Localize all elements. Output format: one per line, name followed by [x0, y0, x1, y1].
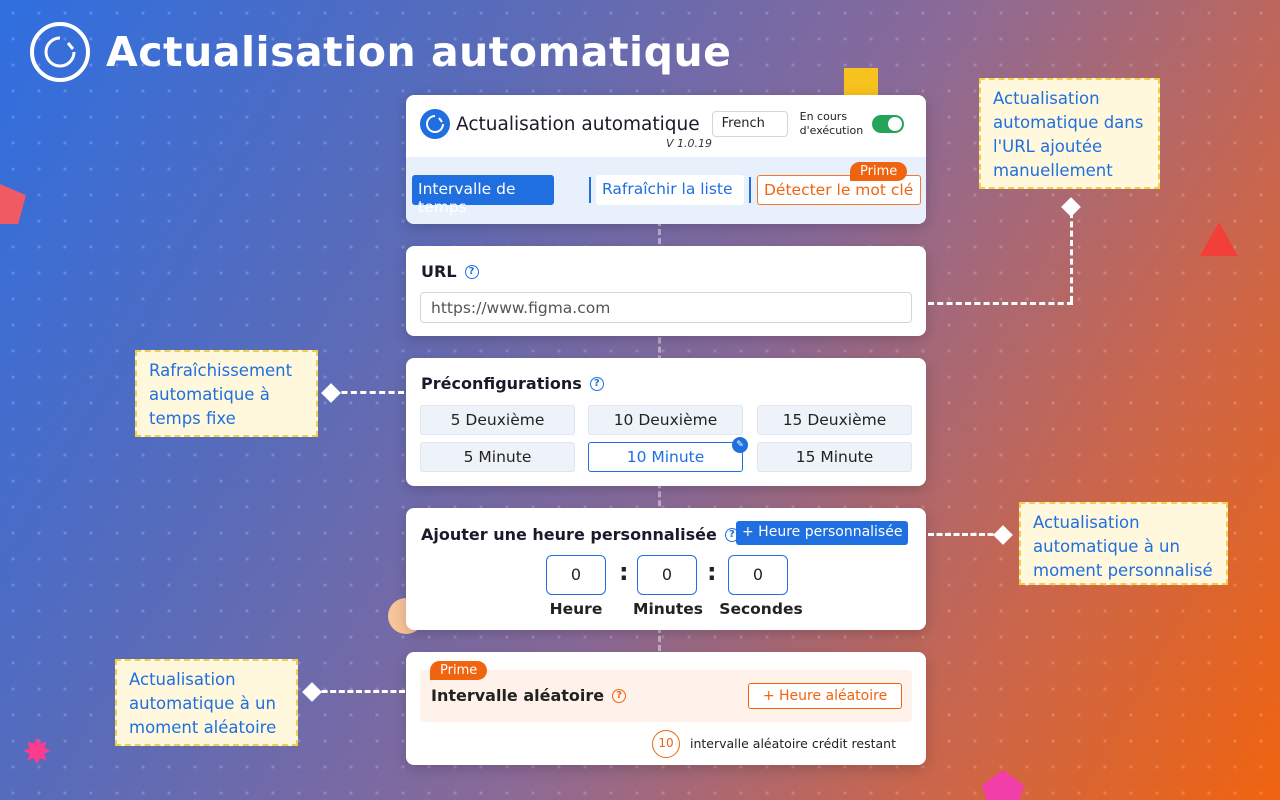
- time-separator: :: [619, 558, 629, 586]
- help-icon[interactable]: ?: [612, 688, 627, 703]
- decor-red-shape: [0, 184, 26, 224]
- decor-pink-pentagon: [982, 770, 1024, 800]
- preset-option[interactable]: 15 Minute: [757, 442, 912, 472]
- pencil-icon[interactable]: ✎: [732, 437, 748, 453]
- hero-header: Actualisation automatique: [30, 22, 731, 82]
- annotation-connector: [928, 302, 1073, 305]
- hero-title: Actualisation automatique: [106, 28, 732, 76]
- annotation-marker: [321, 383, 341, 403]
- random-title-text: Intervalle aléatoire: [431, 686, 605, 705]
- decor-pink-star: ✸: [21, 732, 53, 773]
- presets-title-text: Préconfigurations: [421, 374, 582, 393]
- custom-title-text: Ajouter une heure personnalisée: [421, 525, 717, 544]
- annotation-note-fixed: Rafraîchissement automatique à temps fix…: [135, 350, 318, 437]
- seconds-label: Secondes: [719, 600, 803, 618]
- presets-card: Préconfigurations ? 5 Deuxième 10 Deuxiè…: [406, 358, 926, 486]
- preset-option[interactable]: 10 Deuxième: [588, 405, 743, 435]
- preset-option-selected[interactable]: 10 Minute ✎: [588, 437, 748, 472]
- random-section-title: Intervalle aléatoire ?: [431, 686, 627, 705]
- annotation-connector: [332, 391, 404, 394]
- hours-label: Heure: [549, 600, 603, 618]
- url-input[interactable]: [420, 292, 912, 323]
- tab-time-interval[interactable]: Intervalle de temps: [412, 175, 554, 216]
- annotation-marker: [302, 682, 322, 702]
- annotation-marker: [993, 525, 1013, 545]
- url-section-title: URL ?: [421, 262, 479, 281]
- status-label: En cours d'exécution: [799, 110, 864, 137]
- help-icon[interactable]: ?: [464, 264, 479, 279]
- preset-option[interactable]: 5 Minute: [420, 442, 575, 472]
- add-custom-time-button[interactable]: + Heure personnalisée: [736, 521, 909, 545]
- decor-yellow-square: [844, 68, 878, 96]
- tab-divider: [749, 177, 751, 203]
- minutes-input[interactable]: 0: [637, 555, 697, 595]
- annotation-connector: [928, 533, 1002, 536]
- tab-detect-keyword[interactable]: Détecter le mot clé: [757, 175, 921, 205]
- preset-label: 10 Minute: [626, 448, 705, 466]
- minutes-label: Minutes: [633, 600, 703, 618]
- status-toggle[interactable]: [871, 115, 904, 133]
- random-interval-card: Intervalle aléatoire ? + Heure aléatoire…: [406, 652, 926, 765]
- time-separator: :: [707, 558, 717, 586]
- random-interval-panel: Intervalle aléatoire ? + Heure aléatoire: [420, 670, 912, 722]
- annotation-note-url: Actualisation automatique dans l'URL ajo…: [979, 78, 1160, 189]
- credit-remaining-text: intervalle aléatoire crédit restant: [690, 736, 896, 751]
- help-icon[interactable]: ?: [589, 376, 604, 391]
- annotation-connector: [313, 690, 405, 693]
- custom-section-title: Ajouter une heure personnalisée ?: [421, 525, 739, 544]
- refresh-icon: [30, 22, 90, 82]
- tab-refresh-list[interactable]: Rafraîchir la liste: [596, 175, 744, 205]
- url-title-text: URL: [421, 262, 457, 281]
- annotation-connector: [1070, 212, 1073, 302]
- credit-count-badge: 10: [652, 730, 680, 758]
- annotation-note-custom: Actualisation automatique à un moment pe…: [1019, 502, 1228, 585]
- annotation-marker: [1061, 197, 1081, 217]
- tab-divider: [589, 177, 591, 203]
- app-header-card: Actualisation automatique French En cour…: [406, 95, 926, 224]
- language-select[interactable]: French: [711, 111, 788, 137]
- add-random-time-button[interactable]: + Heure aléatoire: [748, 683, 902, 709]
- custom-time-card: Ajouter une heure personnalisée ? + Heur…: [406, 508, 926, 630]
- version-label: V 1.0.19: [666, 137, 713, 150]
- preset-option[interactable]: 5 Deuxième: [420, 405, 575, 435]
- decor-red-triangle: [1200, 222, 1238, 256]
- presets-section-title: Préconfigurations ?: [421, 374, 604, 393]
- app-title: Actualisation automatique: [456, 113, 700, 135]
- hours-input[interactable]: 0: [546, 555, 606, 595]
- seconds-input[interactable]: 0: [728, 555, 788, 595]
- preset-option[interactable]: 15 Deuxième: [757, 405, 912, 435]
- prime-badge: Prime: [850, 162, 908, 181]
- prime-badge: Prime: [430, 661, 488, 680]
- annotation-note-random: Actualisation automatique à un moment al…: [115, 659, 298, 746]
- app-logo-icon: [420, 109, 450, 139]
- url-card: URL ?: [406, 246, 926, 336]
